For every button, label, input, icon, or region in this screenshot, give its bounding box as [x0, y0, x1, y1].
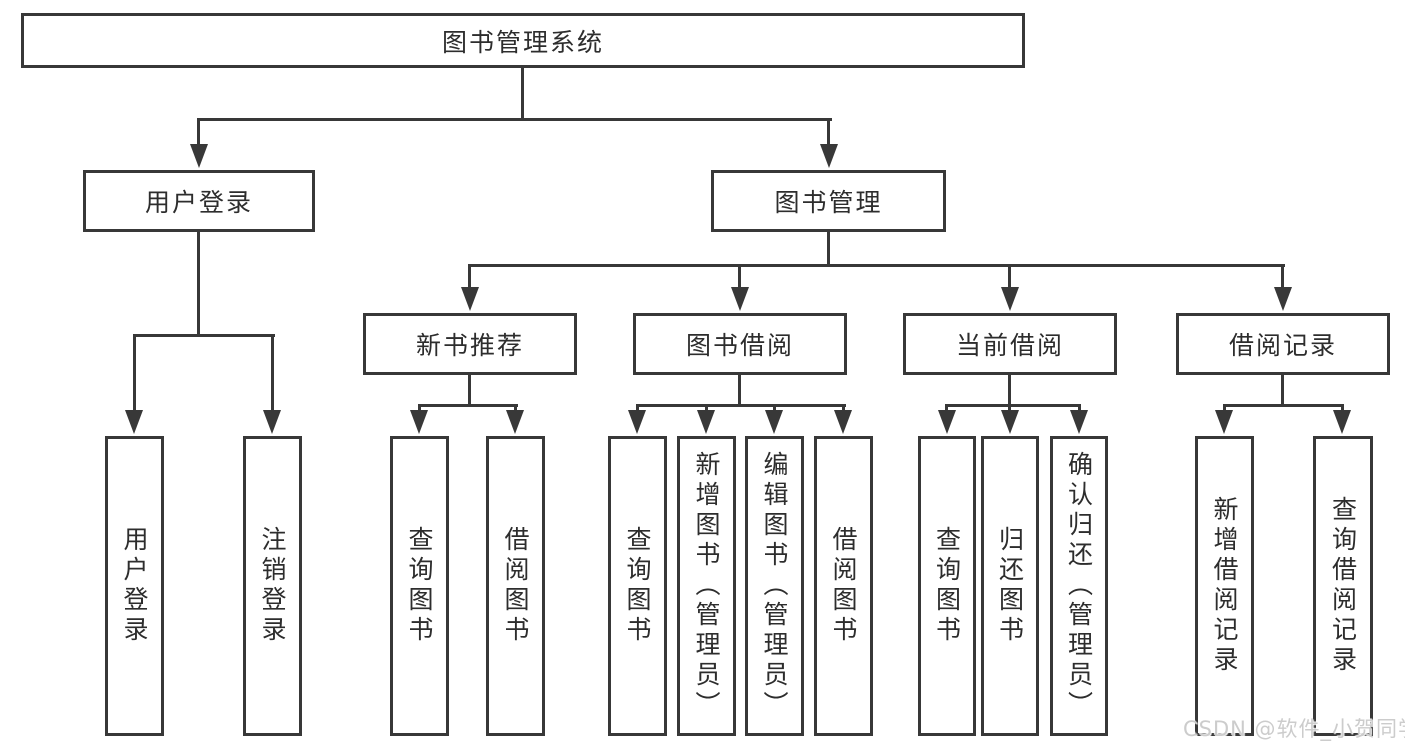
leaf-borrow-books: 借阅图书	[814, 436, 873, 736]
node-book-management: 图书管理	[711, 170, 946, 232]
connector-line	[1281, 264, 1284, 292]
connector-line	[636, 404, 846, 407]
connector-line	[1281, 375, 1284, 407]
connector-line	[738, 375, 741, 407]
connector-line	[468, 264, 1285, 267]
connector-line	[468, 264, 471, 292]
arrowhead-down-icon	[461, 287, 479, 311]
arrowhead-down-icon	[628, 410, 646, 434]
leaf-add-borrow-record: 新增借阅记录	[1195, 436, 1254, 736]
leaf-user-login: 用户登录	[105, 436, 164, 736]
leaf-add-book-admin-label: 新增图书（管理员）	[692, 451, 721, 721]
leaf-add-borrow-record-label: 新增借阅记录	[1210, 496, 1239, 676]
node-book-management-label: 图书管理	[774, 188, 883, 217]
arrowhead-down-icon	[410, 410, 428, 434]
node-book-borrow-label: 图书借阅	[685, 331, 794, 360]
leaf-return-books-label: 归还图书	[995, 526, 1025, 646]
connector-line	[1008, 375, 1011, 407]
arrowhead-down-icon	[697, 410, 715, 434]
leaf-query-books-borrow-label: 查询图书	[623, 526, 652, 646]
connector-line	[1008, 264, 1011, 292]
connector-line	[1223, 404, 1344, 407]
leaf-query-borrow-record: 查询借阅记录	[1313, 436, 1373, 736]
node-root: 图书管理系统	[21, 13, 1025, 68]
node-user-login: 用户登录	[83, 170, 315, 232]
node-borrow-records-label: 借阅记录	[1228, 331, 1337, 360]
connector-line	[197, 118, 200, 152]
leaf-query-books-borrow: 查询图书	[608, 436, 667, 736]
connector-line	[827, 118, 830, 152]
node-borrow-records: 借阅记录	[1176, 313, 1390, 375]
leaf-query-books-current: 查询图书	[918, 436, 976, 736]
arrowhead-down-icon	[1274, 287, 1292, 311]
connector-line	[197, 118, 832, 121]
connector-line	[521, 68, 524, 121]
leaf-edit-book-admin: 编辑图书（管理员）	[745, 436, 804, 736]
connector-line	[738, 264, 741, 292]
connector-line	[197, 232, 200, 337]
node-book-borrow: 图书借阅	[633, 313, 847, 375]
leaf-add-book-admin: 新增图书（管理员）	[677, 436, 736, 736]
arrowhead-down-icon	[731, 287, 749, 311]
connector-line	[418, 404, 518, 407]
arrowhead-down-icon	[190, 144, 208, 168]
leaf-confirm-return-admin-label: 确认归还（管理员）	[1064, 451, 1094, 721]
leaf-logout: 注销登录	[243, 436, 302, 736]
leaf-borrow-books-recommend-label: 借阅图书	[501, 526, 530, 646]
connector-line	[945, 404, 1081, 407]
node-user-login-label: 用户登录	[144, 188, 253, 217]
node-current-borrow-label: 当前借阅	[955, 331, 1064, 360]
node-new-book-recommend-label: 新书推荐	[415, 331, 524, 360]
arrowhead-down-icon	[125, 410, 143, 434]
leaf-query-books-recommend: 查询图书	[390, 436, 449, 736]
leaf-edit-book-admin-label: 编辑图书（管理员）	[760, 451, 789, 721]
connector-line	[271, 334, 274, 414]
leaf-borrow-books-label: 借阅图书	[829, 526, 858, 646]
node-new-book-recommend: 新书推荐	[363, 313, 577, 375]
arrowhead-down-icon	[938, 410, 956, 434]
arrowhead-down-icon	[1215, 410, 1233, 434]
leaf-query-borrow-record-label: 查询借阅记录	[1328, 496, 1358, 676]
arrowhead-down-icon	[1001, 410, 1019, 434]
arrowhead-down-icon	[1070, 410, 1088, 434]
connector-line	[468, 375, 471, 407]
node-current-borrow: 当前借阅	[903, 313, 1117, 375]
leaf-confirm-return-admin: 确认归还（管理员）	[1050, 436, 1108, 736]
arrowhead-down-icon	[1333, 410, 1351, 434]
leaf-borrow-books-recommend: 借阅图书	[486, 436, 545, 736]
leaf-query-books-recommend-label: 查询图书	[405, 526, 434, 646]
leaf-query-books-current-label: 查询图书	[932, 526, 962, 646]
arrowhead-down-icon	[834, 410, 852, 434]
connector-line	[827, 232, 830, 267]
arrowhead-down-icon	[506, 410, 524, 434]
connector-line	[133, 334, 275, 337]
arrowhead-down-icon	[1001, 287, 1019, 311]
leaf-return-books: 归还图书	[981, 436, 1039, 736]
arrowhead-down-icon	[263, 410, 281, 434]
leaf-logout-label: 注销登录	[258, 526, 287, 646]
connector-line	[133, 334, 136, 414]
arrowhead-down-icon	[820, 144, 838, 168]
leaf-user-login-label: 用户登录	[120, 526, 149, 646]
arrowhead-down-icon	[765, 410, 783, 434]
watermark: CSDN @软件_小贺同学	[1183, 717, 1405, 741]
node-root-label: 图书管理系统	[441, 27, 604, 57]
